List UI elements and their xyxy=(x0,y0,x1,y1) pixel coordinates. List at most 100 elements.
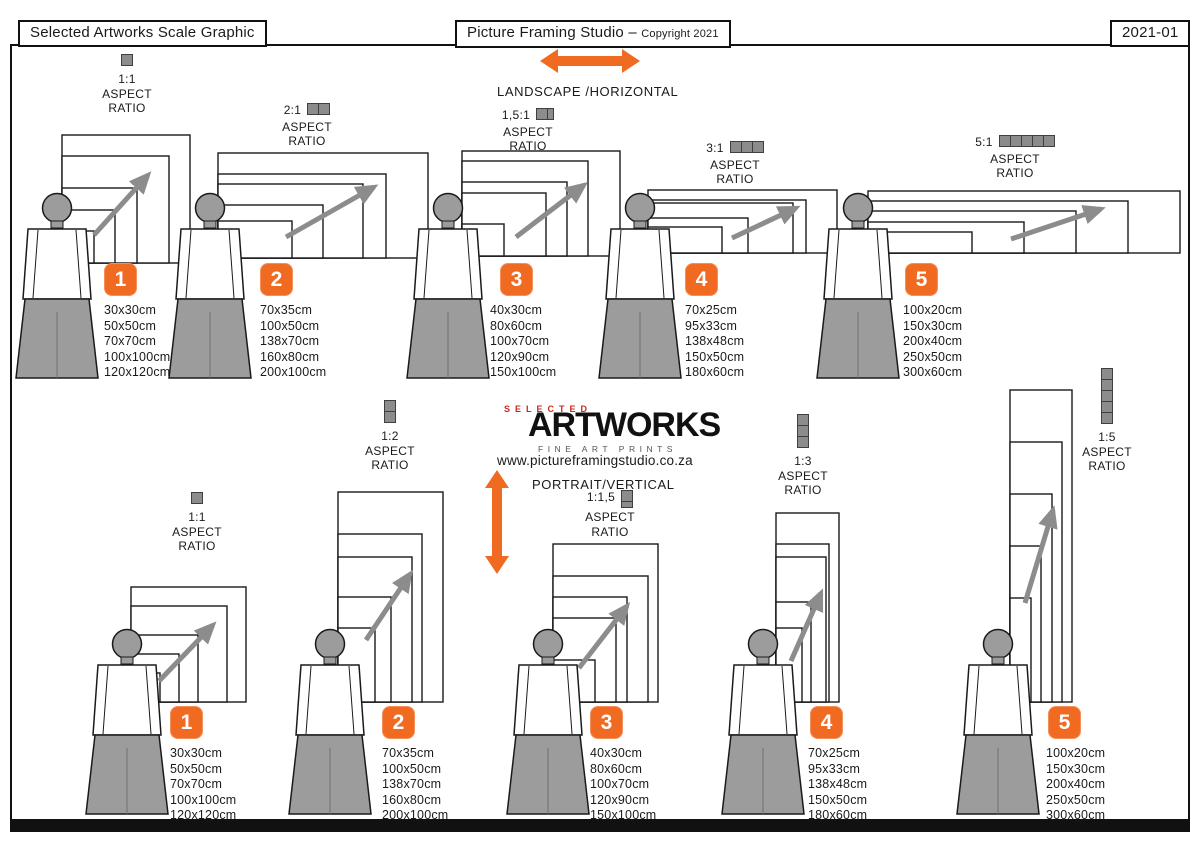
scale-arrow-icon xyxy=(730,205,801,241)
website-link[interactable]: www.pictureframingstudio.co.za xyxy=(497,453,693,468)
aspect-word: ASPECT xyxy=(1082,444,1132,459)
scale-arrow-icon xyxy=(363,569,413,642)
copyright-text: Copyright 2021 xyxy=(641,28,719,40)
person-icon xyxy=(956,628,1040,815)
group-number-badge: 1 xyxy=(104,263,137,296)
person-icon xyxy=(816,192,900,379)
portrait-label: PORTRAIT/VERTICAL xyxy=(532,477,675,492)
doc-number-text: 2021-01 xyxy=(1122,24,1179,41)
aspect-word: ASPECT xyxy=(102,86,152,101)
size-item: 150x30cm xyxy=(903,318,963,333)
person-icon xyxy=(288,628,372,815)
scale-arrow-icon xyxy=(157,621,217,683)
size-item: 200x100cm xyxy=(382,808,449,822)
group-number-badge: 1 xyxy=(170,706,203,739)
logo-tagline-text: FINE ART PRINTS xyxy=(538,444,677,454)
ratio-value: 5:1 xyxy=(975,135,993,149)
ratio-value: 3:1 xyxy=(706,141,724,155)
ratio-word: RATIO xyxy=(716,172,754,186)
size-item: 100x100cm xyxy=(104,349,171,364)
page-title-text: Selected Artworks Scale Graphic xyxy=(30,24,255,41)
size-item: 70x25cm xyxy=(685,303,738,317)
ratio-word: RATIO xyxy=(1088,459,1126,473)
scale-arrow-icon xyxy=(1022,505,1058,604)
group-number-badge: 4 xyxy=(810,706,843,739)
group-number-badge: 5 xyxy=(905,263,938,296)
logo-selected-text: SELECTED xyxy=(504,404,593,414)
aspect-block: 1:1,5 ASPECT RATIO xyxy=(565,490,655,539)
size-list: 40x30cm 80x60cm 100x70cm 120x90cm 150x10… xyxy=(590,746,656,824)
nested-frames xyxy=(217,152,429,259)
aspect-block: 1:3 ASPECT RATIO xyxy=(768,414,838,498)
ratio-value: 1:1,5 xyxy=(586,490,616,504)
page-title: Selected Artworks Scale Graphic xyxy=(18,20,267,47)
aspect-word: ASPECT xyxy=(503,124,553,139)
size-item: 40x30cm xyxy=(490,303,543,317)
nested-frames xyxy=(130,586,247,703)
person-icon xyxy=(406,192,490,379)
size-item: 95x33cm xyxy=(808,761,861,776)
size-item: 70x35cm xyxy=(382,746,435,760)
ratio-word: RATIO xyxy=(996,166,1034,180)
person-icon xyxy=(85,628,169,815)
size-item: 70x70cm xyxy=(104,334,157,348)
aspect-ratio-icon xyxy=(536,108,555,120)
size-item: 138x48cm xyxy=(808,777,868,791)
size-item: 100x50cm xyxy=(260,318,320,333)
scale-arrow-icon xyxy=(1010,205,1106,242)
ratio-word: RATIO xyxy=(784,483,822,497)
aspect-word: ASPECT xyxy=(990,151,1040,166)
aspect-block: 2:1 ASPECT RATIO xyxy=(252,103,362,149)
size-item: 120x120cm xyxy=(104,365,171,379)
ratio-word: RATIO xyxy=(371,458,409,472)
scale-arrow-icon xyxy=(284,184,379,240)
aspect-block: 1,5:1 ASPECT RATIO xyxy=(478,108,578,154)
aspect-block: 1:1 ASPECT RATIO xyxy=(162,492,232,554)
size-item: 50x50cm xyxy=(170,761,223,776)
size-item: 150x50cm xyxy=(685,349,745,364)
ratio-word: RATIO xyxy=(288,134,326,148)
size-item: 180x60cm xyxy=(685,365,745,379)
studio-title: Picture Framing Studio – Copyright 2021 xyxy=(455,20,731,48)
person-icon xyxy=(506,628,590,815)
group-number-badge: 5 xyxy=(1048,706,1081,739)
size-item: 120x120cm xyxy=(170,808,237,822)
aspect-word: ASPECT xyxy=(282,119,332,134)
ratio-value: 1:1 xyxy=(188,510,206,524)
person-icon xyxy=(15,192,99,379)
person-icon xyxy=(721,628,805,815)
person-icon xyxy=(598,192,682,379)
ratio-word: RATIO xyxy=(178,539,216,553)
size-item: 160x80cm xyxy=(382,792,442,807)
size-list: 70x35cm 100x50cm 138x70cm 160x80cm 200x1… xyxy=(382,746,448,824)
size-item: 100x70cm xyxy=(590,777,650,791)
ratio-value: 1:1 xyxy=(118,72,136,86)
studio-title-text: Picture Framing Studio – xyxy=(467,24,642,41)
size-item: 250x50cm xyxy=(1046,792,1106,807)
aspect-ratio-icon xyxy=(191,492,203,504)
size-item: 120x90cm xyxy=(490,349,550,364)
size-item: 100x20cm xyxy=(1046,746,1106,760)
scale-arrow-icon xyxy=(92,171,152,237)
ratio-value: 1,5:1 xyxy=(501,108,531,122)
size-list: 100x20cm 150x30cm 200x40cm 250x50cm 300x… xyxy=(903,303,962,381)
size-item: 80x60cm xyxy=(590,761,643,776)
size-item: 70x70cm xyxy=(170,777,223,791)
ratio-word: RATIO xyxy=(108,101,146,115)
horizontal-double-arrow-icon xyxy=(540,49,640,73)
person-icon xyxy=(168,192,252,379)
aspect-ratio-icon xyxy=(621,490,634,508)
size-item: 250x50cm xyxy=(903,349,963,364)
size-item: 100x20cm xyxy=(903,303,963,317)
ratio-value: 1:3 xyxy=(794,454,812,468)
size-list: 40x30cm 80x60cm 100x70cm 120x90cm 150x10… xyxy=(490,303,556,381)
size-list: 70x35cm 100x50cm 138x70cm 160x80cm 200x1… xyxy=(260,303,326,381)
aspect-word: ASPECT xyxy=(365,443,415,458)
ratio-value: 2:1 xyxy=(283,103,302,117)
size-item: 100x70cm xyxy=(490,334,550,348)
size-item: 180x60cm xyxy=(808,808,868,822)
size-list: 100x20cm 150x30cm 200x40cm 250x50cm 300x… xyxy=(1046,746,1105,824)
ratio-value: 1:5 xyxy=(1098,430,1116,444)
size-list: 70x25cm 95x33cm 138x48cm 150x50cm 180x60… xyxy=(808,746,867,824)
